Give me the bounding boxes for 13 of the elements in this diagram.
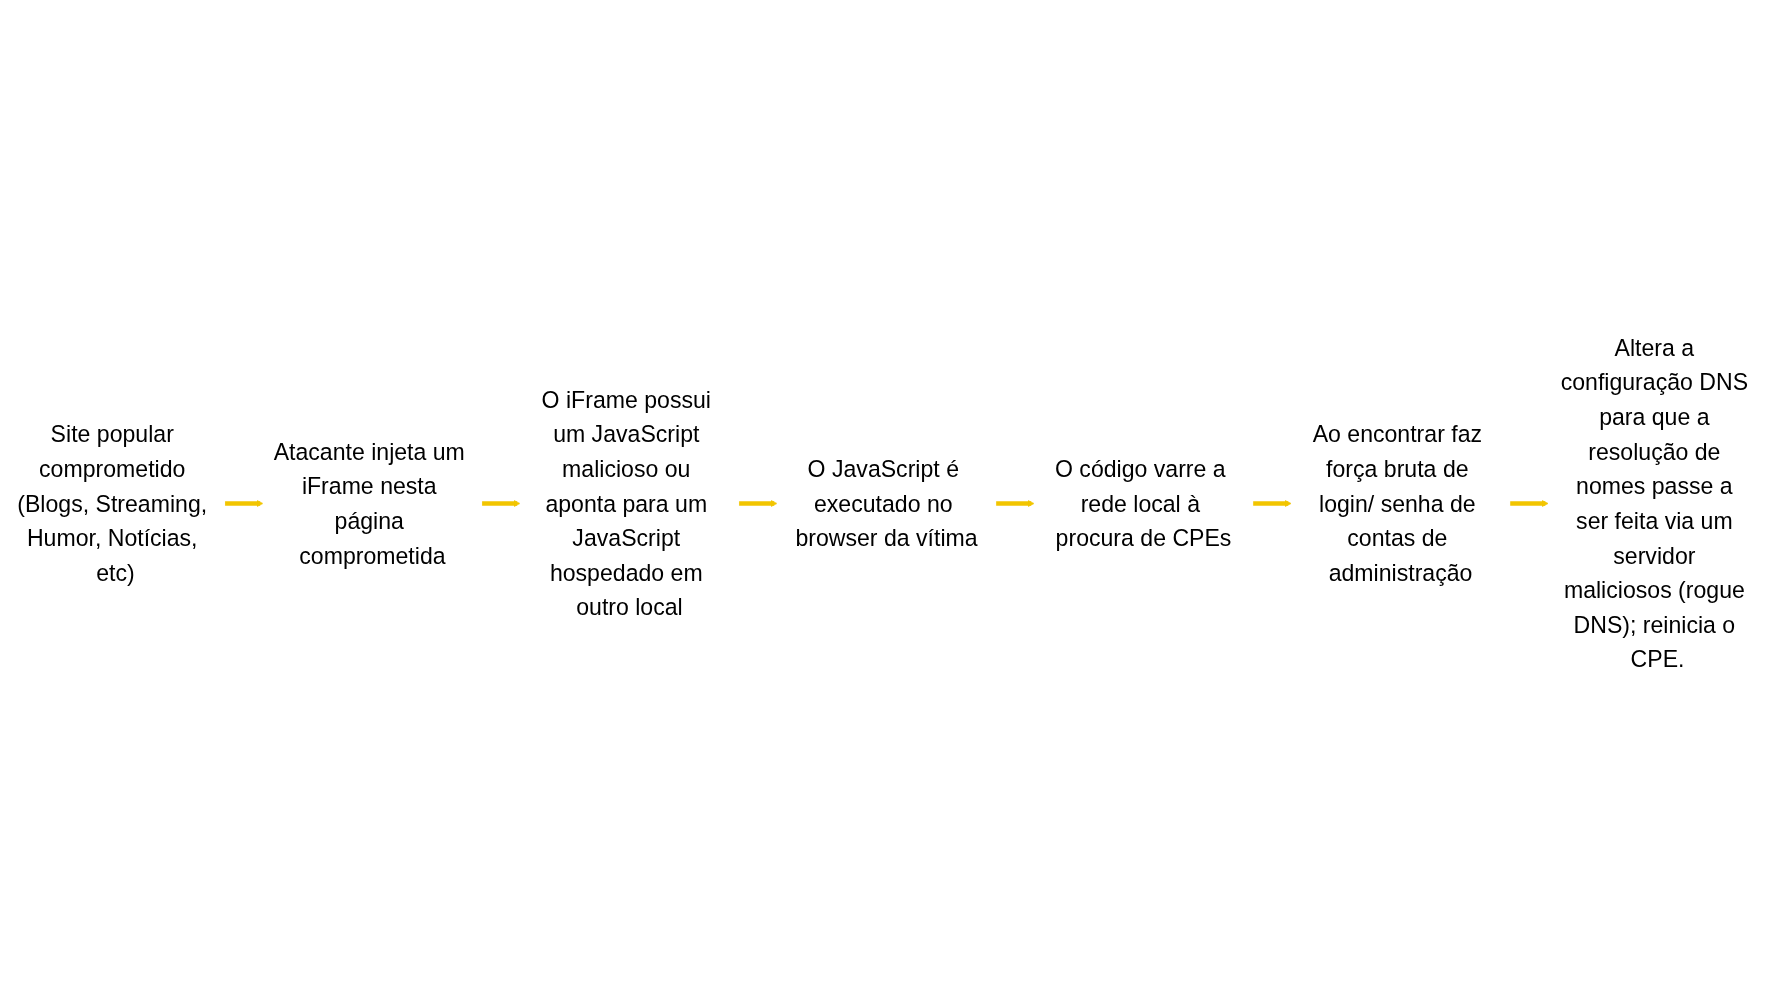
node-text: Site popular comprometido (Blogs, Streaming, Humor, Notícias, etc) <box>17 421 208 586</box>
node-text: O JavaScript é executado no browser da vítima <box>795 456 978 551</box>
arrow <box>995 500 1035 507</box>
arrow <box>1509 500 1549 507</box>
node-text: O iFrame possui um JavaScript malicioso ou aponta para um JavaScript hospedado em outro local <box>541 386 711 621</box>
node-text: Ao encontrar faz força bruta de login/ senha de contas de administração <box>1312 421 1483 586</box>
arrow <box>738 500 778 507</box>
arrow <box>224 500 264 507</box>
arrow <box>481 500 521 507</box>
node-text: Atacante injeta um iFrame nesta página comprometida <box>273 438 465 569</box>
arrow <box>1252 500 1292 507</box>
node-text: O código varre a rede local à procura de CPEs <box>1054 456 1232 551</box>
node-text: Altera a configuração DNS para que a resolução de nomes passe a ser feita via um servidor maliciosos (rogue DNS); reinicia o CPE. <box>1560 334 1749 673</box>
